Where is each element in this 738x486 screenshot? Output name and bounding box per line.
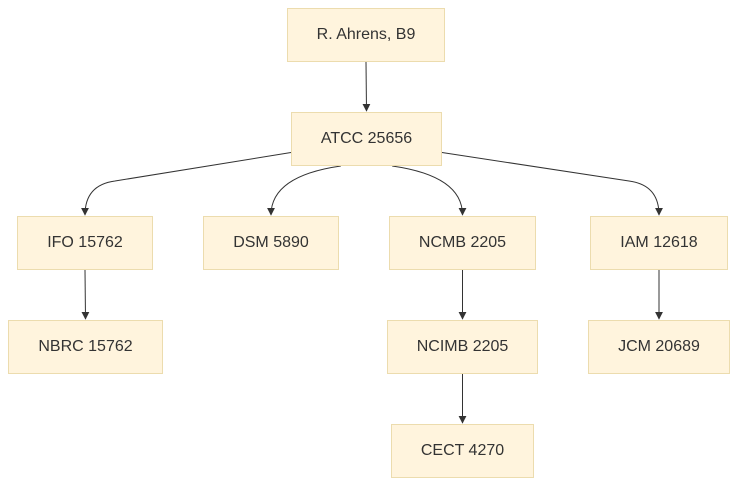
node-label: ATCC 25656 bbox=[320, 130, 413, 147]
edge-atcc-to-dsm bbox=[267, 165, 341, 216]
edge-ifo-to-nbrc bbox=[81, 269, 90, 320]
node-iam-12618: IAM 12618 bbox=[590, 216, 728, 270]
node-dsm-5890: DSM 5890 bbox=[203, 216, 339, 270]
node-r-ahrens-b9: R. Ahrens, B9 bbox=[287, 8, 445, 62]
edge-atcc-to-ifo bbox=[81, 152, 292, 216]
node-nbrc-15762: NBRC 15762 bbox=[8, 320, 163, 374]
node-jcm-20689: JCM 20689 bbox=[588, 320, 730, 374]
edge-atcc-to-iam bbox=[441, 152, 663, 216]
node-label: JCM 20689 bbox=[618, 338, 700, 355]
node-cect-4270: CECT 4270 bbox=[391, 424, 534, 478]
node-atcc-25656: ATCC 25656 bbox=[291, 112, 442, 166]
node-ncimb-2205: NCIMB 2205 bbox=[387, 320, 538, 374]
node-ifo-15762: IFO 15762 bbox=[17, 216, 153, 270]
node-label: CECT 4270 bbox=[420, 442, 505, 459]
node-label: IFO 15762 bbox=[47, 234, 123, 251]
edge-ahrens-to-atcc bbox=[362, 61, 371, 112]
node-ncmb-2205: NCMB 2205 bbox=[389, 216, 536, 270]
node-label: R. Ahrens, B9 bbox=[316, 26, 416, 43]
node-label: NCIMB 2205 bbox=[416, 338, 509, 355]
node-label: DSM 5890 bbox=[233, 234, 309, 251]
node-label: NCMB 2205 bbox=[418, 234, 507, 251]
node-label: NBRC 15762 bbox=[38, 338, 133, 355]
node-label: IAM 12618 bbox=[620, 234, 698, 251]
edge-atcc-to-ncmb bbox=[392, 165, 467, 216]
